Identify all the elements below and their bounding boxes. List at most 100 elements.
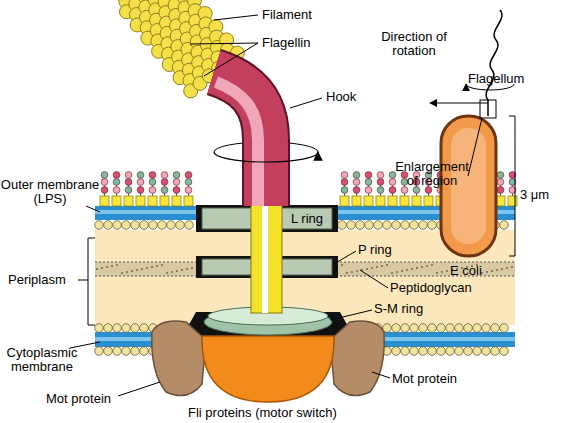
peptidoglycan-dot xyxy=(431,264,433,266)
leader-line xyxy=(468,118,482,176)
leader-line xyxy=(118,382,160,396)
peptidoglycan-dot xyxy=(141,268,143,270)
lipid-bilayer-band xyxy=(95,206,198,220)
lipid-head xyxy=(491,347,500,356)
lipid-head xyxy=(419,221,428,230)
peptidoglycan-dot xyxy=(441,271,443,273)
lps-bead xyxy=(365,187,372,194)
lipid-head xyxy=(140,221,149,230)
part-label: Periplasm xyxy=(8,273,66,287)
lps-bead xyxy=(497,172,504,179)
lps-bead xyxy=(137,179,144,186)
peptidoglycan-dot xyxy=(411,268,413,270)
lipid-head xyxy=(176,221,185,230)
lps-bead xyxy=(365,179,372,186)
lps-bead xyxy=(149,172,156,179)
peptidoglycan-dot xyxy=(371,267,373,269)
peptidoglycan-dot xyxy=(101,267,103,269)
lipid-head xyxy=(419,347,428,356)
lps-bead xyxy=(377,172,384,179)
leader-line xyxy=(86,206,100,212)
lipid-head xyxy=(113,221,122,230)
lps-bead xyxy=(149,179,156,186)
lps-core xyxy=(352,196,361,206)
peptidoglycan-dot xyxy=(131,270,133,272)
lps-bead xyxy=(353,179,360,186)
part-label: Mot protein xyxy=(46,392,111,406)
lps-core xyxy=(364,196,373,206)
lipid-head xyxy=(473,324,482,333)
lipid-head xyxy=(365,221,374,230)
mot-protein-shape xyxy=(330,321,384,395)
lps-core xyxy=(112,196,121,206)
lps-core xyxy=(400,196,409,206)
periplasm-bracket xyxy=(78,238,95,325)
part-label: Filament xyxy=(262,8,312,22)
peptidoglycan-dot xyxy=(176,270,178,272)
rod-shape xyxy=(251,205,282,313)
part-label: Fli proteins (motor switch) xyxy=(188,406,337,420)
lipid-head xyxy=(140,324,149,333)
peptidoglycan-dot xyxy=(381,265,383,267)
lps-core xyxy=(412,196,421,206)
enlargement-arrow xyxy=(430,103,488,104)
lps-bead xyxy=(125,179,132,186)
hook-shape xyxy=(214,72,266,206)
leader-line xyxy=(360,270,388,288)
lps-bead xyxy=(389,172,396,179)
lipid-head xyxy=(104,324,113,333)
lipid-head xyxy=(113,347,122,356)
lipid-head xyxy=(401,347,410,356)
lipid-head xyxy=(392,347,401,356)
lipid-bilayer-band xyxy=(95,210,198,214)
part-label: Outer membrane (LPS) xyxy=(0,178,100,206)
lipid-head xyxy=(437,324,446,333)
lipid-head xyxy=(131,347,140,356)
lps-bead xyxy=(341,172,348,179)
lipid-head xyxy=(383,221,392,230)
peptidoglycan-dot xyxy=(401,270,403,272)
lps-core xyxy=(160,196,169,206)
lipid-head xyxy=(374,221,383,230)
hook-highlight xyxy=(216,82,258,206)
lps-bead xyxy=(125,187,132,194)
lps-core xyxy=(388,196,397,206)
lipid-head xyxy=(464,347,473,356)
lps-bead xyxy=(137,172,144,179)
lps-core xyxy=(376,196,385,206)
peptidoglycan-band xyxy=(95,262,198,276)
peptidoglycan-dot xyxy=(511,266,513,268)
peptidoglycan-dot xyxy=(161,264,163,266)
peptidoglycan-dot xyxy=(156,265,158,267)
lipid-head xyxy=(410,221,419,230)
leader-line xyxy=(214,15,258,20)
peptidoglycan-dot xyxy=(346,272,348,274)
lps-core xyxy=(100,196,109,206)
lipid-head xyxy=(104,221,113,230)
lps-bead xyxy=(125,172,132,179)
leader-line xyxy=(204,43,258,76)
scale-bracket xyxy=(509,116,515,256)
lipid-head xyxy=(392,221,401,230)
part-label: 3 μm xyxy=(520,188,549,202)
lipid-head xyxy=(131,221,140,230)
lipid-head xyxy=(455,347,464,356)
lipid-head xyxy=(95,221,104,230)
peptidoglycan-edge xyxy=(336,276,515,277)
part-label: Cytoplasmic membrane xyxy=(2,346,82,374)
lps-bead xyxy=(341,179,348,186)
lipid-head xyxy=(185,221,194,230)
lps-bead xyxy=(161,172,168,179)
part-label: S-M ring xyxy=(374,302,423,316)
peptidoglycan-dot xyxy=(491,270,493,272)
peptidoglycan-dot xyxy=(121,272,123,274)
mot-protein-shape xyxy=(152,321,206,395)
peptidoglycan-dot xyxy=(506,267,508,269)
peptidoglycan-dot xyxy=(106,266,108,268)
lipid-head xyxy=(446,324,455,333)
lps-bead xyxy=(353,172,360,179)
lipid-head xyxy=(491,324,500,333)
lipid-head xyxy=(149,221,158,230)
